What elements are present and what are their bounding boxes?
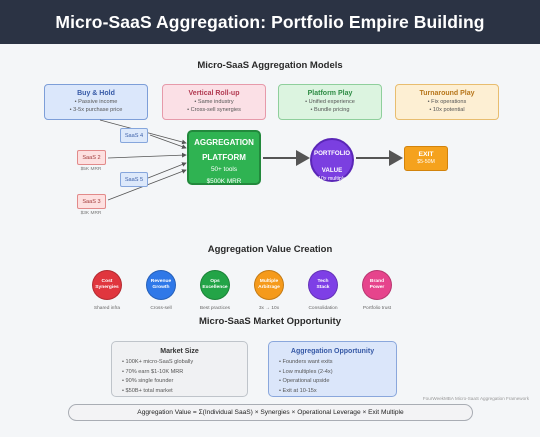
model-card-platform-play: Platform Play • Unified experience • Bun…	[278, 84, 382, 120]
formula-bar: Aggregation Value = Σ(Individual SaaS) ×…	[68, 404, 473, 421]
value-circle-line-1: Ops	[210, 279, 220, 284]
value-circle-line-1: Brand	[369, 279, 385, 284]
model-card-bullet: • 10x potential	[429, 107, 465, 113]
exit-value: $5-50M	[417, 159, 435, 165]
portfolio-value-circle: PORTFOLIO VALUE 10x multiple	[310, 138, 354, 182]
value-creation-title: Aggregation Value Creation	[207, 244, 333, 255]
market-size-bullet: • 90% single founder	[122, 378, 174, 384]
value-item-label: Shared infra	[93, 306, 121, 311]
model-card-name: Buy & Hold	[77, 90, 115, 97]
saas-box-3: SaaS 3	[77, 194, 106, 209]
value-circle-line-2: Arbitrage	[258, 285, 280, 290]
market-section-title: Micro-SaaS Market Opportunity	[199, 316, 341, 327]
value-circle-line-2: Growth	[152, 285, 170, 290]
model-card-turnaround-play: Turnaround Play • Fix operations • 10x p…	[395, 84, 499, 120]
aggregation-opportunity-title: Aggregation Opportunity	[290, 348, 375, 355]
aggregation-opportunity-bullet: • Founders want exits	[279, 359, 333, 365]
aggregation-platform-box: AGGREGATION PLATFORM 50+ tools $500K MRR	[187, 130, 261, 185]
aggregation-title-line-2: PLATFORM	[202, 153, 246, 162]
arrow-saas4-to-aggregation	[149, 134, 187, 149]
arrow-saas5-to-aggregation	[147, 162, 187, 179]
arrow-saas2-to-aggregation	[107, 152, 187, 159]
saas-3-mrr: $3K MRR	[80, 211, 102, 216]
portfolio-multiple: 10x multiple	[318, 176, 346, 182]
saas-box-4: SaaS 4	[120, 128, 148, 143]
saas-box-2: SaaS 2	[77, 150, 106, 165]
value-item-label: Portfolio trust	[362, 306, 392, 311]
model-card-bullet: • Passive income	[74, 99, 118, 105]
value-circle-line-2: Stack	[316, 285, 330, 290]
market-size-panel: Market Size • 100K+ micro-SaaS globally …	[111, 341, 248, 397]
value-circle-line-1: Revenue	[150, 279, 172, 284]
portfolio-title-line-2: VALUE	[321, 167, 343, 174]
value-item-label: Cross-sell	[150, 306, 172, 311]
aggregation-opportunity-bullet: • Operational upside	[279, 378, 330, 384]
source-credit: FourWeekMBA Micro-SaaS Aggregation Frame…	[422, 396, 529, 401]
aggregation-title-line-1: AGGREGATION	[194, 138, 254, 147]
value-circle-line-1: Tech	[317, 279, 329, 284]
saas-2-mrr: $5K MRR	[80, 167, 102, 172]
model-card-name: Vertical Roll-up	[188, 90, 240, 97]
model-card-buy-hold: Buy & Hold • Passive income • 3-5x purch…	[44, 84, 148, 120]
header-bar: Micro-SaaS Aggregation: Portfolio Empire…	[0, 0, 540, 44]
value-circle-line-1: Multiple	[259, 279, 279, 284]
model-card-bullet: • Fix operations	[427, 99, 467, 105]
value-item-label: Consolidation	[308, 306, 338, 311]
portfolio-title-line-1: PORTFOLIO	[313, 150, 351, 157]
aggregation-opportunity-bullet: • Exit at 10-15x	[279, 387, 317, 394]
market-size-bullet: • $50B+ total market	[122, 387, 173, 394]
saas-box-5: SaaS 5	[120, 172, 148, 187]
arrow-aggregation-to-portfolio-head	[296, 150, 310, 166]
aggregation-mrr: $500K MRR	[206, 178, 242, 185]
market-size-bullet: • 70% earn $1-10K MRR	[122, 368, 184, 375]
model-card-vertical-rollup: Vertical Roll-up • Same industry • Cross…	[162, 84, 266, 120]
exit-box: EXIT $5-50M	[404, 146, 448, 171]
value-circle-line-2: Excellence	[202, 285, 228, 290]
models-section-title: Micro-SaaS Aggregation Models	[197, 60, 343, 71]
page-title: Micro-SaaS Aggregation: Portfolio Empire…	[55, 11, 485, 32]
model-card-bullet: • Same industry	[194, 99, 234, 105]
model-card-bullet: • Unified experience	[305, 99, 355, 105]
market-size-title: Market Size	[160, 348, 199, 355]
model-card-bullet: • 3-5x purchase price	[69, 107, 123, 113]
exit-title: EXIT	[418, 151, 434, 158]
aggregation-opportunity-panel: Aggregation Opportunity • Founders want …	[268, 341, 397, 397]
value-circle-line-2: Synergies	[95, 285, 119, 290]
market-size-bullet: • 100K+ micro-SaaS globally	[122, 359, 194, 365]
model-card-bullet: • Cross-sell synergies	[187, 107, 241, 113]
value-item-label: Best practices	[199, 306, 231, 311]
aggregation-opportunity-bullet: • Low multiples (2-4x)	[279, 368, 333, 375]
aggregation-tools: 50+ tools	[210, 166, 238, 173]
model-card-bullet: • Bundle pricing	[310, 107, 350, 113]
model-card-name: Platform Play	[307, 90, 353, 97]
value-circle-line-2: Power	[369, 285, 385, 290]
arrow-portfolio-to-exit-head	[389, 150, 403, 166]
value-circle-line-1: Cost	[101, 279, 113, 284]
model-card-name: Turnaround Play	[419, 90, 475, 97]
value-item-label: 3x → 10x	[258, 306, 280, 311]
